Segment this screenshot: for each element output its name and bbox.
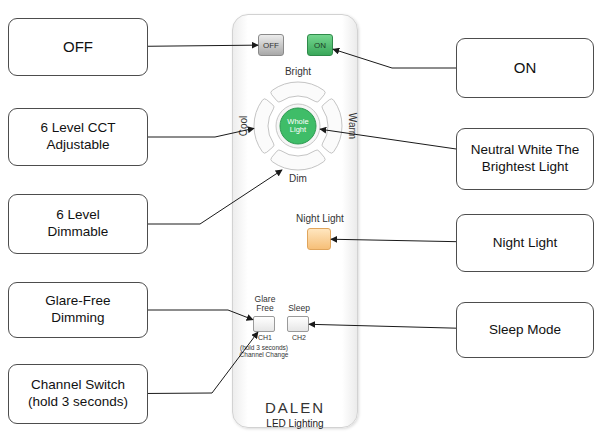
button-label: Warm	[345, 106, 359, 146]
button-label: Glare Free	[249, 295, 281, 313]
brand-name: DALEN	[233, 400, 357, 416]
arc-outline	[271, 150, 325, 170]
leader-arrow	[333, 49, 456, 68]
button-label: Sleep	[283, 304, 315, 313]
arc-outline	[254, 99, 274, 153]
callout-text: Glare-Free Dimming	[23, 293, 133, 327]
night-light-button: Night Light	[307, 228, 331, 250]
channel-name: CH1	[249, 334, 281, 342]
callout-box: Night Light	[456, 214, 594, 272]
arc-button-shape	[270, 149, 326, 170]
callout-box: Glare-Free Dimming	[8, 282, 148, 338]
leader-arrow	[320, 129, 456, 149]
channel-button: Glare FreeCH1	[253, 316, 275, 332]
leader-arrow	[309, 324, 456, 328]
callout-text: Channel Switch (hold 3 seconds)	[17, 377, 139, 411]
button-ring	[276, 104, 320, 148]
leader-arrow	[148, 128, 254, 137]
button-face	[280, 108, 316, 144]
callout-box: 6 Level CCT Adjustable	[8, 108, 148, 166]
leader-arrow	[148, 332, 258, 393]
callout-text: ON	[514, 59, 537, 78]
button-label: Night Light	[288, 212, 352, 226]
callout-text: Neutral White The Brightest Light	[470, 142, 580, 176]
callout-text: Sleep Mode	[489, 322, 561, 339]
callout-text: 6 Level Dimmable	[28, 207, 128, 241]
brand-subtitle: LED Lighting	[233, 418, 357, 430]
remote-body: DALENLED LightingOFFONBrightCoolWhole Li…	[232, 14, 358, 428]
leader-arrow	[148, 310, 253, 320]
warm-button: Warm	[321, 98, 342, 154]
callout-box: Sleep Mode	[456, 302, 594, 358]
arc-outline	[271, 82, 325, 102]
dim-button: Dim	[270, 149, 326, 170]
channel-name: CH2	[283, 334, 315, 342]
leader-arrow	[148, 170, 282, 224]
callout-text: OFF	[63, 38, 93, 57]
on-button: ON	[307, 34, 333, 56]
button-text: ON	[314, 41, 326, 50]
button-label: Dim	[270, 172, 326, 186]
arc-button-shape	[270, 82, 326, 103]
callout-box: OFF	[8, 18, 148, 76]
note-text: (hold 3 seconds) Channel Change	[234, 344, 294, 358]
channel-button: SleepCH2	[287, 316, 309, 332]
callout-box: Neutral White The Brightest Light	[456, 128, 594, 190]
button-label: Bright	[270, 65, 326, 79]
callout-box: 6 Level Dimmable	[8, 194, 148, 254]
callout-box: Channel Switch (hold 3 seconds)	[8, 364, 148, 424]
arc-button-shape	[254, 98, 275, 154]
button-text: Whole Light	[284, 118, 312, 134]
callout-box: ON	[456, 38, 594, 98]
button-text: OFF	[263, 41, 279, 50]
leader-arrow	[148, 45, 258, 46]
arc-button-shape	[321, 98, 342, 154]
bright-button: Bright	[270, 82, 326, 103]
leader-arrow	[331, 239, 456, 241]
arc-outline	[322, 99, 342, 153]
off-button: OFF	[258, 34, 284, 56]
callout-text: Night Light	[493, 235, 558, 252]
button-label: Cool	[237, 106, 251, 146]
whole-light-button: Whole Light	[276, 104, 320, 148]
callout-text: 6 Level CCT Adjustable	[28, 120, 128, 154]
cool-button: Cool	[254, 98, 275, 154]
